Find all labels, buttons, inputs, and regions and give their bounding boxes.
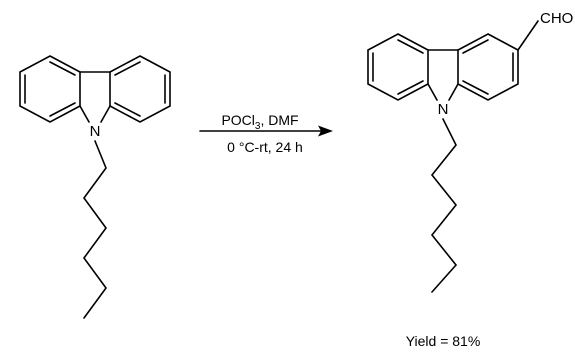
- reaction-arrow-group: POCl3, DMF 0 °C-rt, 24 h: [199, 112, 333, 155]
- product-right-ring-double-bonds: [462, 39, 514, 95]
- yield-label: Yield = 81%: [406, 333, 481, 349]
- product-left-ring-double-bonds: [372, 39, 424, 95]
- reactant-right-ring-double-bonds: [114, 61, 166, 117]
- reactant-hexyl-chain: [83, 140, 107, 319]
- conditions-label: 0 °C-rt, 24 h: [227, 139, 303, 155]
- reaction-arrowhead: [318, 125, 333, 137]
- reactant-molecule: N: [19, 55, 171, 319]
- product-right-ring: [457, 33, 519, 101]
- product-left-ring: [367, 33, 429, 101]
- reactant-nitrogen-label: N: [90, 123, 101, 140]
- product-nitrogen-label: N: [438, 101, 449, 118]
- reactant-n-left-bond: [79, 105, 90, 123]
- reactant-left-ring-double-bonds: [24, 61, 76, 117]
- product-cho-bond: [517, 20, 539, 51]
- reactant-right-ring: [109, 55, 171, 123]
- product-n-left-bond: [427, 83, 438, 101]
- product-n-right-bond: [448, 83, 459, 101]
- reactant-n-right-bond: [100, 105, 111, 123]
- product-cho-label: CHO: [540, 10, 573, 27]
- product-molecule: CHO N: [367, 10, 573, 293]
- reactant-left-ring: [19, 55, 81, 123]
- product-hexyl-chain: [430, 118, 458, 293]
- reagent-label: POCl3, DMF: [221, 112, 298, 132]
